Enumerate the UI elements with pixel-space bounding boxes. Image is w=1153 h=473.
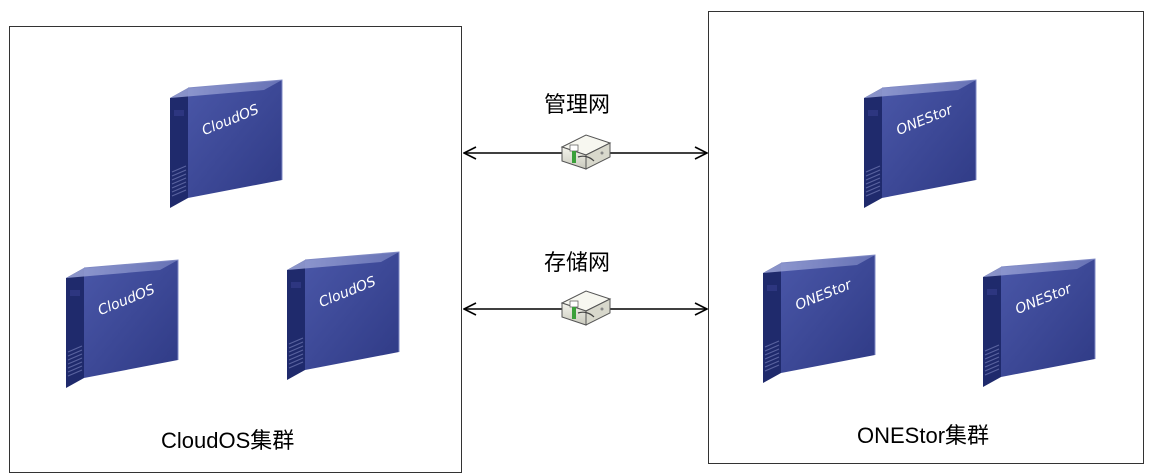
onestor-server-right: ONEStor xyxy=(983,258,1096,387)
onestor-server-left: ONEStor xyxy=(763,254,876,383)
storage-network-label: 存储网 xyxy=(544,250,611,275)
management-network-label: 管理网 xyxy=(544,92,611,117)
cloudos-server-left: CloudOS xyxy=(66,259,179,388)
onestor-server-top: ONEStor xyxy=(864,79,977,208)
cloudos-server-top: CloudOS xyxy=(170,79,283,208)
storage-switch-icon xyxy=(560,290,612,326)
cloudos-server-right: CloudOS xyxy=(287,251,400,380)
management-switch-icon xyxy=(560,134,612,170)
cloudos-cluster-label: CloudOS集群 xyxy=(161,428,295,453)
onestor-cluster-label: ONEStor集群 xyxy=(857,423,990,448)
